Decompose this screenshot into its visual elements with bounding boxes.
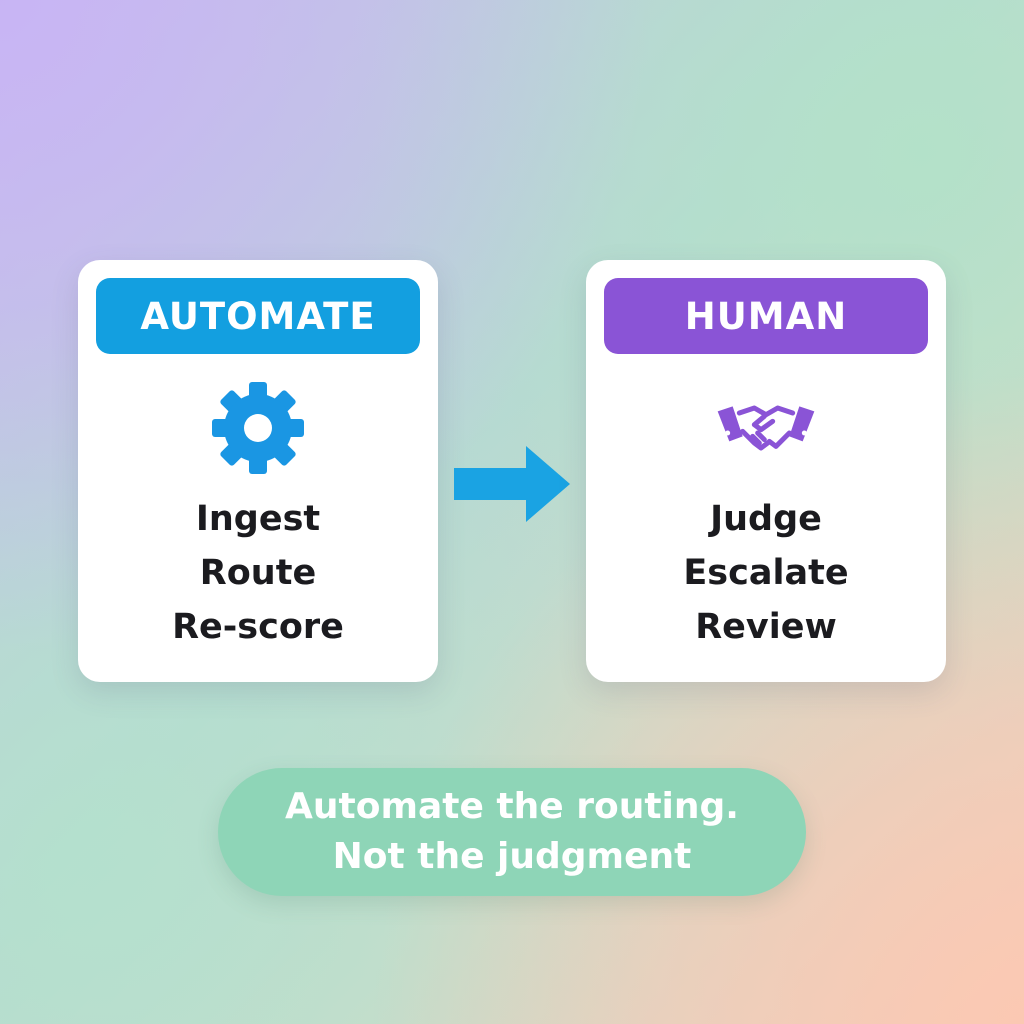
human-item: Review xyxy=(695,607,837,647)
human-header: HUMAN xyxy=(604,278,928,354)
automate-item: Ingest xyxy=(195,499,321,539)
human-card: HUMAN Judge Escalate Review xyxy=(586,260,946,682)
tagline-line: Automate the routing. xyxy=(285,786,739,827)
human-header-label: HUMAN xyxy=(684,294,848,338)
automate-header: AUTOMATE xyxy=(96,278,420,354)
human-item: Judge xyxy=(710,499,822,539)
gear-icon xyxy=(212,382,304,474)
automate-items: Ingest Route Re-score xyxy=(78,492,438,654)
arrow-right-icon xyxy=(454,446,570,522)
tagline-pill: Automate the routing. Not the judgment xyxy=(218,768,806,896)
handshake-icon xyxy=(717,405,815,451)
tagline-line: Not the judgment xyxy=(332,836,692,877)
automate-item: Re-score xyxy=(172,607,344,647)
human-item: Escalate xyxy=(683,553,849,593)
human-items: Judge Escalate Review xyxy=(586,492,946,654)
automate-item: Route xyxy=(199,553,317,593)
automate-header-label: AUTOMATE xyxy=(140,294,376,338)
automate-card: AUTOMATE Ingest Route Re-score xyxy=(78,260,438,682)
